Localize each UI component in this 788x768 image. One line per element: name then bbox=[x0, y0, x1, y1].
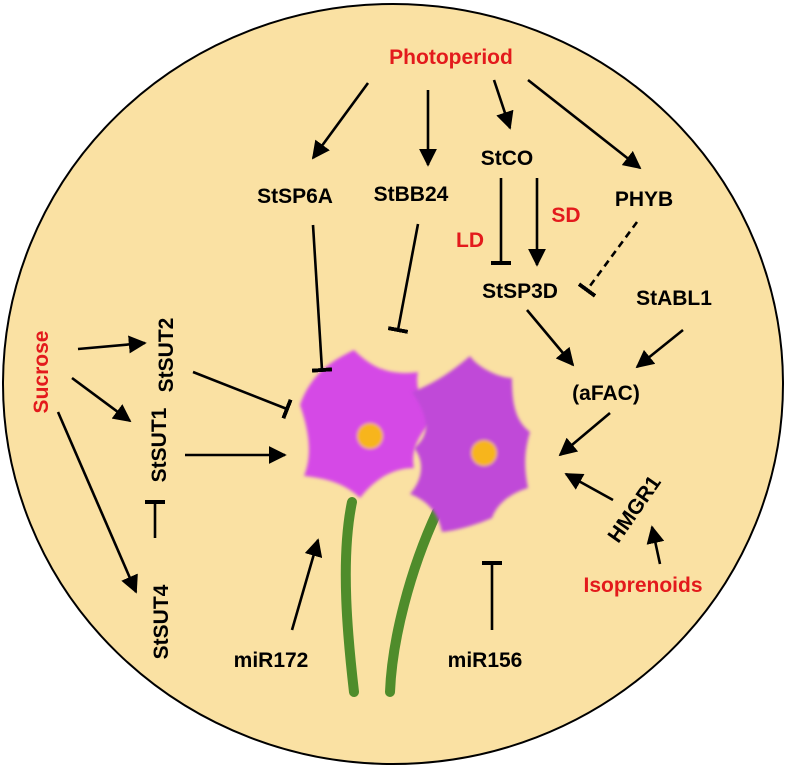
label-stsp6a: StSP6A bbox=[257, 185, 333, 208]
edge-sucrose-stsut1 bbox=[71, 376, 132, 423]
edge-afac-flowering bbox=[558, 412, 611, 457]
edge-hmgr1-flowering bbox=[564, 472, 614, 502]
label-stsut1: StSUT1 bbox=[148, 407, 171, 482]
flower-left bbox=[300, 350, 440, 498]
edge-phyb-stsp3d bbox=[577, 221, 639, 298]
label-sucrose: Sucrose bbox=[30, 331, 53, 414]
edge-mir172-flowering bbox=[290, 538, 323, 631]
edge-photoperiod-phyb bbox=[527, 78, 642, 170]
label-mir172: miR172 bbox=[234, 649, 309, 672]
flower-left-center bbox=[357, 423, 383, 449]
label-stsut2: StSUT2 bbox=[155, 318, 178, 393]
edge-sucrose-stsut4 bbox=[56, 411, 138, 594]
label-stco: StCO bbox=[481, 147, 534, 170]
label-stabl1: StABL1 bbox=[636, 287, 712, 310]
edge-stsut2-flowering bbox=[192, 370, 293, 420]
edge-stsp3d-afac bbox=[526, 309, 575, 367]
edge-isoprenoids-hmgr1 bbox=[646, 525, 665, 565]
label-phyb: PHYB bbox=[615, 188, 673, 211]
label-ld: LD bbox=[456, 229, 484, 252]
edge-stabl1-afac bbox=[635, 328, 684, 369]
flower-stem-left bbox=[340, 497, 359, 697]
flower-right bbox=[410, 356, 530, 532]
label-stsp3d: StSP3D bbox=[482, 280, 558, 303]
edge-sucrose-stsut2 bbox=[77, 335, 147, 354]
label-sd: SD bbox=[551, 204, 580, 227]
flower-stem-right bbox=[385, 507, 442, 697]
label-afac: (aFAC) bbox=[572, 382, 640, 405]
edge-photoperiod-stsp6a bbox=[311, 82, 370, 160]
label-isoprenoids: Isoprenoids bbox=[583, 574, 702, 597]
flower-right-center bbox=[471, 440, 497, 466]
label-photoperiod: Photoperiod bbox=[389, 46, 513, 69]
label-mir156: miR156 bbox=[448, 649, 523, 672]
edge-photoperiod-stco bbox=[492, 79, 514, 130]
edge-stsp6a-flowering bbox=[311, 224, 333, 373]
edge-stbb24-flowering bbox=[387, 223, 420, 334]
label-stbb24: StBB24 bbox=[374, 183, 449, 206]
label-stsut4: StSUT4 bbox=[150, 584, 173, 659]
